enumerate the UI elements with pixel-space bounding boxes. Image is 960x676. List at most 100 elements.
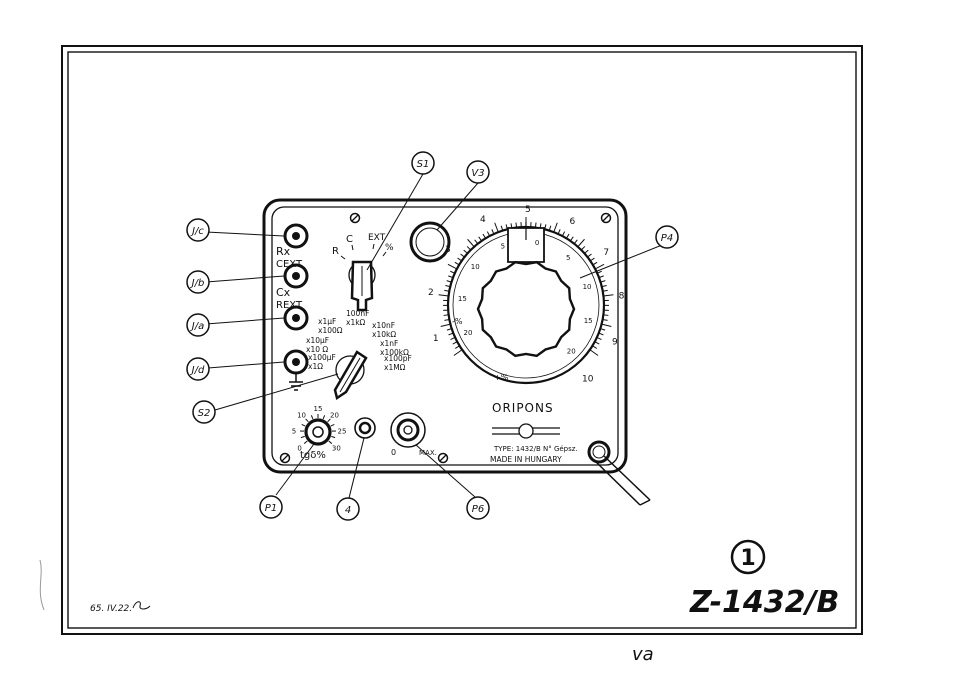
callout-j1a: J/a xyxy=(187,314,209,336)
dial-tick xyxy=(535,223,536,228)
dial-tick xyxy=(590,350,598,356)
dial-inner-label: 0 xyxy=(535,239,539,247)
svg-text:J/a: J/a xyxy=(190,321,204,332)
dial-tick xyxy=(495,223,499,232)
handwriting-note: va xyxy=(632,644,654,665)
p1-tick xyxy=(304,441,307,444)
dial-tick xyxy=(454,350,462,356)
callout-4: 4 xyxy=(337,498,359,520)
callout-p6: P6 xyxy=(467,497,489,519)
dial-tick xyxy=(603,295,613,296)
drawing-number: Z-1432/B xyxy=(689,585,839,620)
callout-j1d: J/d xyxy=(187,358,209,380)
p1-tick xyxy=(331,424,335,426)
dial-inner-label: 5 xyxy=(566,254,570,262)
panel-screw xyxy=(351,214,360,223)
dial-outer-label: 10 xyxy=(582,375,594,385)
p1-tick xyxy=(323,415,324,419)
panel-screw xyxy=(439,454,448,463)
knob-4 xyxy=(355,418,375,438)
p1-tick xyxy=(306,419,309,422)
dial-inner-label: 10 xyxy=(471,263,480,271)
sheet-number: 1 xyxy=(732,541,764,573)
dial-tick xyxy=(467,239,474,246)
dial-tick xyxy=(603,315,608,316)
dial-outer-label: 3 xyxy=(445,245,451,255)
dial-inner-label: 5 xyxy=(501,242,505,250)
dial-tick xyxy=(562,232,564,236)
dial-tick xyxy=(453,342,457,344)
dial-outer-label: 2 xyxy=(428,288,434,298)
svg-text:P6: P6 xyxy=(472,504,484,515)
dial-tick xyxy=(566,234,569,238)
dial-plus-label: +% xyxy=(494,373,509,382)
binding-post-j1c xyxy=(285,225,307,247)
dial-tick xyxy=(585,250,589,253)
terminal-label-rext: REXT xyxy=(276,300,303,311)
s2-label: x1kΩ xyxy=(346,318,366,327)
svg-text:P4: P4 xyxy=(661,233,673,244)
s2-label: x1MΩ xyxy=(384,363,406,372)
p1-tick xyxy=(311,415,312,419)
p1-tick xyxy=(329,441,332,444)
dial-outer-label: 1 xyxy=(433,334,439,344)
dial-tick xyxy=(455,346,459,349)
dial-tick xyxy=(439,295,449,296)
s2-label: x1Ω xyxy=(308,362,323,371)
dial-inner-label: 15 xyxy=(458,295,467,303)
terminal-label-cx: Cx xyxy=(276,286,291,299)
s2-label: x100pF xyxy=(384,354,412,363)
dial-tick xyxy=(458,258,462,261)
dial-outer-label: 4 xyxy=(480,215,486,225)
svg-text:S2: S2 xyxy=(198,408,211,419)
p1-tick xyxy=(302,424,306,426)
dial-inner-label: 10 xyxy=(583,283,592,291)
p1-scale-label: 30 xyxy=(332,444,341,452)
s1-label-pct: % xyxy=(385,243,394,253)
terminal-label-rx: Rx xyxy=(276,245,291,258)
dial-tick xyxy=(595,342,599,344)
dial-outer-label: 7 xyxy=(603,248,609,258)
dial-outer-label: 8 xyxy=(619,292,625,302)
s2-label: x1nF xyxy=(380,339,398,348)
s2-label: x10μF xyxy=(306,336,329,345)
s1-label-r: R xyxy=(332,246,339,257)
dial-tick xyxy=(595,264,604,269)
dial-tick xyxy=(554,223,558,232)
initials-signature xyxy=(133,602,150,609)
svg-text:P1: P1 xyxy=(265,503,277,514)
dial-tick xyxy=(475,240,478,244)
dial-tick xyxy=(578,239,585,246)
date-note: 65. IV.22. xyxy=(90,604,132,614)
dial-tick xyxy=(570,237,573,241)
callout-j1b: J/b xyxy=(187,271,209,293)
range-switch-s2 xyxy=(335,352,366,398)
callout-v3: V3 xyxy=(467,161,489,183)
p1-scale-label: 10 xyxy=(297,412,306,420)
margin-scribble xyxy=(40,560,44,610)
panel-screw xyxy=(602,214,611,223)
dial-outer-label: 5 xyxy=(525,205,531,215)
brand-logo xyxy=(492,424,560,438)
svg-text:1: 1 xyxy=(740,546,755,571)
dial-outer-label: 9 xyxy=(612,337,618,347)
binding-post-j1d xyxy=(285,351,307,373)
s2-label: x100μF xyxy=(308,353,336,362)
dial-tick xyxy=(467,246,471,250)
dial-tick xyxy=(581,246,585,250)
svg-text:V3: V3 xyxy=(471,168,484,179)
svg-text:S1: S1 xyxy=(417,159,430,170)
dial-tick xyxy=(483,234,486,238)
s2-label: x100Ω xyxy=(318,326,343,335)
dial-tick xyxy=(590,258,594,261)
dial-minus-label: -% xyxy=(452,317,463,326)
svg-text:J/b: J/b xyxy=(190,278,205,289)
made-in-hungary: MADE IN HUNGARY xyxy=(490,455,562,464)
type-plate: TYPE: 1432/B N° Gépsz. xyxy=(493,445,578,453)
p1-label: tgδ% xyxy=(300,450,326,461)
s1-label-c: C xyxy=(346,234,353,245)
p1-tick xyxy=(331,436,335,437)
